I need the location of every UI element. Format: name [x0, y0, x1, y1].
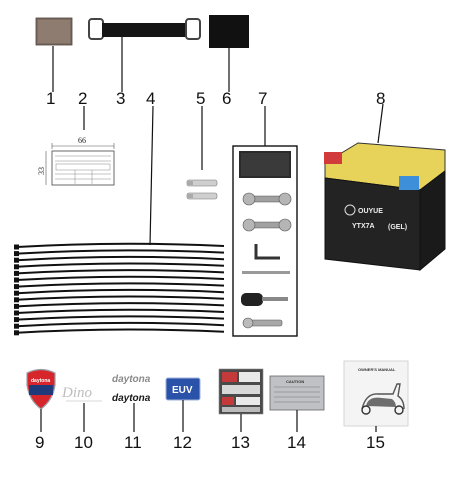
cable-tie	[16, 262, 225, 268]
cable-tie	[16, 249, 225, 255]
part-number: 14	[287, 433, 306, 452]
cable-tie	[16, 321, 225, 328]
part-5-pins	[186, 179, 218, 200]
part-8-battery: OUYUE YTX7A (GEL)	[324, 142, 446, 272]
cable-tie-head	[14, 290, 19, 296]
cable-tie	[16, 328, 225, 334]
part-10-script-decal: Dino	[61, 385, 102, 402]
cable-tie	[16, 242, 225, 248]
cable-tie	[16, 315, 225, 321]
cable-tie	[16, 255, 225, 262]
part-number: 6	[222, 89, 231, 108]
cable-tie	[16, 308, 225, 314]
part-1-foam-pad	[35, 17, 73, 46]
part-number: 5	[196, 89, 205, 108]
dimension-width: 66	[78, 136, 86, 145]
plate-title: CAUTION	[286, 379, 304, 384]
cable-tie-head	[14, 317, 19, 323]
cable-tie	[16, 302, 225, 308]
part-number: 9	[35, 433, 44, 452]
part-number: 15	[366, 433, 385, 452]
manual-title: OWNER'S MANUAL	[358, 367, 396, 372]
part-number: 7	[258, 89, 267, 108]
part-2-label-sticker: 66 33	[37, 136, 115, 186]
part-6-rubber-block	[209, 15, 249, 48]
cable-tie	[16, 269, 225, 275]
script-text: Dino	[61, 385, 93, 401]
cable-tie-head	[14, 303, 19, 309]
part-number: 4	[146, 89, 155, 108]
cable-tie	[16, 288, 225, 295]
part-3-battery-strap	[88, 18, 201, 40]
battery-brand: OUYUE	[358, 208, 383, 215]
emblem-text: daytona	[31, 378, 50, 384]
cable-tie	[16, 295, 225, 301]
cable-tie-head	[14, 277, 19, 283]
cable-tie-head	[14, 297, 19, 303]
part-15-owners-manual: OWNER'S MANUAL	[343, 360, 409, 427]
cable-tie-head	[14, 330, 19, 336]
cable-tie-head	[14, 310, 19, 316]
part-number: 11	[124, 433, 142, 452]
leader-lines	[52, 37, 384, 246]
cable-tie	[16, 282, 225, 288]
cable-tie-head	[14, 284, 19, 290]
cable-tie-head	[14, 251, 19, 257]
part-number: 8	[376, 89, 385, 108]
part-14-caution-plate: CAUTION	[269, 375, 325, 411]
part-7-tool-kit	[232, 145, 298, 337]
cable-tie-head	[14, 323, 19, 329]
battery-model: YTX7A	[352, 223, 375, 230]
leader-lines-bottom	[40, 400, 377, 432]
part-9-emblem-badge: daytona	[26, 368, 56, 410]
cable-tie-head	[14, 244, 19, 250]
part-13-warning-decal-sheet	[218, 368, 264, 415]
part-number: 1	[46, 89, 55, 108]
cable-tie-head	[14, 270, 19, 276]
part-number: 2	[78, 89, 87, 108]
battery-type: (GEL)	[388, 224, 407, 231]
part-number: 10	[74, 433, 93, 452]
euv-text: EUV	[172, 385, 193, 396]
cable-tie	[16, 275, 225, 281]
part-number: 3	[116, 89, 125, 108]
part-12-euv-badge: EUV	[165, 377, 201, 401]
part-11-daytona-decals: daytona daytona	[112, 374, 151, 404]
daytona-decal-bottom: daytona	[112, 393, 151, 404]
part-number: 12	[173, 433, 192, 452]
cable-tie-head	[14, 257, 19, 263]
daytona-decal-top: daytona	[112, 374, 151, 385]
part-4-cable-ties	[14, 242, 225, 336]
part-number: 13	[231, 433, 250, 452]
cable-tie-head	[14, 264, 19, 270]
dimension-height: 33	[37, 167, 46, 175]
